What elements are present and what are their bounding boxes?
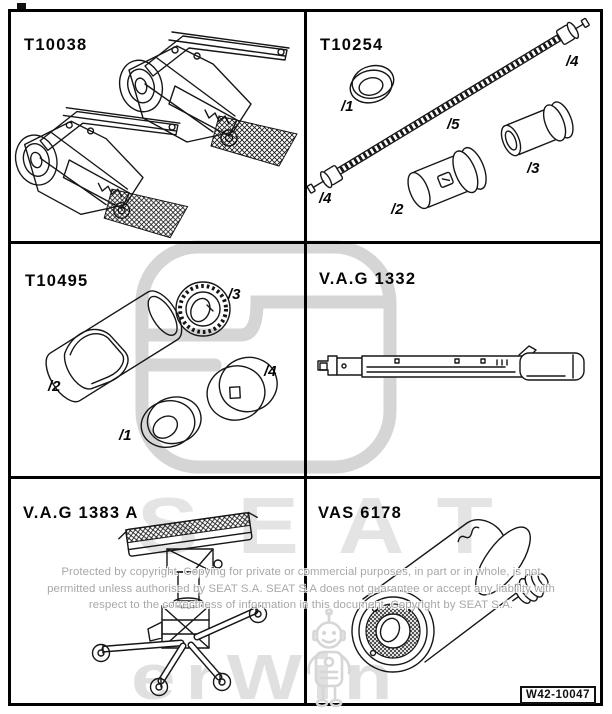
- casters: [91, 604, 268, 697]
- tool-label-t10495: T10495: [25, 271, 89, 290]
- support-platform: [118, 511, 258, 557]
- part-label-5: /5: [447, 116, 460, 133]
- tool-label-t10254: T10254: [320, 35, 384, 54]
- tool-label-vag1383a: V.A.G 1383 A: [23, 503, 139, 522]
- ring-item: [349, 64, 395, 104]
- horizontal-divider-1: [11, 241, 600, 244]
- bushing-item-2: [407, 146, 487, 210]
- torque-wrench: [317, 345, 585, 381]
- part-label-2: /2: [391, 201, 404, 218]
- figure-number-box: W42-10047: [520, 686, 596, 704]
- rod-end-bottom: [307, 165, 344, 194]
- scan-artifact-tick: [17, 3, 26, 9]
- outlet-fitting: [512, 572, 549, 605]
- cell-t10495: T10495 /1 /2 /3 /4: [11, 243, 304, 476]
- thick-ring-item: [140, 396, 202, 448]
- cylinder-unit-drawing: [351, 519, 549, 673]
- part-label-4-top: /4: [566, 53, 579, 70]
- bushing-item-3: [500, 101, 574, 157]
- part-label-2: /2: [48, 378, 61, 395]
- column: [172, 571, 204, 609]
- part-label-3: /3: [527, 160, 540, 177]
- part-label-1: /1: [341, 98, 354, 115]
- cell-t10254: T10254 /1 /2 /3 /4 /4 /5: [307, 12, 600, 241]
- part-label-4: /4: [264, 363, 277, 380]
- figure-frame: SEAT erWin: [8, 9, 603, 713]
- ribbed-drum: [351, 589, 435, 673]
- figure-number: W42-10047: [526, 689, 590, 701]
- horizontal-divider-2: [11, 476, 600, 479]
- cross-legs: [101, 607, 259, 685]
- part-label-3: /3: [228, 286, 241, 303]
- cell-vag1332: V.A.G 1332: [307, 243, 600, 476]
- tool-label-vag1332: V.A.G 1332: [319, 269, 417, 288]
- lift-body: [147, 605, 210, 649]
- tool-label-vas6178: VAS 6178: [318, 503, 403, 522]
- gearbox-jack-drawing: [91, 511, 268, 697]
- cell-vag1383a: V.A.G 1383 A: [11, 479, 304, 703]
- threaded-rod: [323, 26, 575, 183]
- rod-end-top: [555, 17, 590, 45]
- tool-label-t10038: T10038: [24, 35, 88, 54]
- tilt-bracket: [166, 548, 223, 573]
- cell-vas6178: VAS 6178: [307, 479, 600, 703]
- threaded-rod-kit-drawing: [307, 17, 590, 210]
- cell-t10038: T10038: [11, 12, 304, 241]
- part-label-1: /1: [119, 427, 132, 444]
- part-label-4-bottom: /4: [319, 190, 332, 207]
- vertical-divider: [304, 12, 307, 703]
- cylinder-body: [362, 519, 531, 663]
- flanged-disc-item: [175, 281, 231, 337]
